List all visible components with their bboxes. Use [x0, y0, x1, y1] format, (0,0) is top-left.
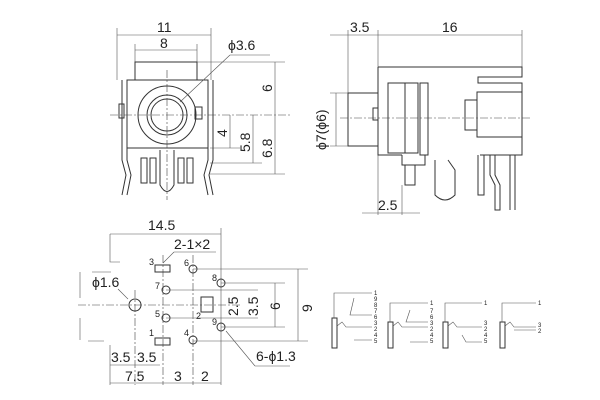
schematic-9pin: 1 9 8 7 6 3 2 4 5	[331, 291, 378, 349]
schematic-pin-label: 3	[374, 321, 378, 327]
slot-spec: 2-1×2	[174, 236, 210, 252]
side-view: 3.5 16 ϕ7(ϕ6) 2.5	[313, 19, 530, 215]
schematic-pin-label: 3	[430, 321, 434, 327]
schematic-pin-label: 3	[538, 323, 542, 329]
front-pins	[121, 148, 214, 196]
dim-height-4: 4	[214, 129, 230, 137]
dim-height-5-8: 5.8	[237, 132, 253, 152]
dim-hole-diameter: ϕ3.6	[228, 37, 256, 53]
schematic-pin-label: 2	[484, 327, 488, 333]
pin-label-6: 6	[184, 258, 189, 268]
dim-3-5-b: 3.5	[137, 349, 157, 365]
locator-hole-label: ϕ1.6	[92, 274, 120, 290]
pin-label-5: 5	[155, 309, 160, 319]
pcb-layout: 14.5 2-1×2 ϕ1.6 3 6 8 7 5 2 9 1 4 9 6 3.…	[78, 217, 315, 385]
dim-3-5-vertical: 3.5	[245, 296, 261, 316]
schematic-pin-label: 3	[484, 321, 488, 327]
dim-2-5: 2.5	[225, 296, 241, 316]
schematic-pin-label: 4	[484, 333, 488, 339]
schematic-pin-label: 4	[374, 333, 378, 339]
dim-3-5-a: 3.5	[111, 349, 131, 365]
schematic-pin-label: 1	[430, 301, 434, 307]
locator-hole	[128, 298, 142, 312]
dim-9: 9	[299, 304, 315, 312]
schematic-pin-label: 7	[430, 309, 434, 315]
schematic-pin-label: 9	[374, 297, 378, 303]
schematic-7pin: 1 7 6 3 2 4 5	[387, 301, 434, 349]
pin-label-9: 9	[212, 317, 217, 327]
schematic-3pin: 1 3 2	[499, 301, 542, 349]
front-view: 11 8 ϕ3.6 6 4 5.8 6.8	[110, 19, 290, 200]
schematic-pin-label: 2	[374, 327, 378, 333]
schematic-pin-label: 1	[538, 301, 542, 307]
pin-label-8: 8	[212, 273, 217, 283]
pin-label-7: 7	[155, 281, 160, 291]
pin-label-1: 1	[149, 328, 154, 338]
schematic-pin-label: 8	[374, 303, 378, 309]
schematic-pin-label: 5	[374, 339, 378, 345]
dim-height-6-8: 6.8	[259, 138, 275, 158]
dim-pin-offset: 2.5	[378, 197, 398, 213]
schematic-pin-label: 1	[374, 291, 378, 297]
schematic-pin-label: 2	[538, 329, 542, 335]
dim-barrel-diameter: ϕ7(ϕ6)	[313, 109, 329, 150]
dim-2: 2	[201, 368, 209, 384]
schematic-pin-label: 5	[484, 339, 488, 345]
pin-label-4: 4	[184, 328, 189, 338]
schematic-pin-label: 2	[430, 327, 434, 333]
schematic-pin-label: 6	[430, 315, 434, 321]
schematic-pin-label: 6	[374, 315, 378, 321]
dim-overall-width: 14.5	[148, 217, 175, 233]
pin-holes-label: 6-ϕ1.3	[256, 348, 296, 364]
dim-front-depth: 3.5	[350, 19, 370, 35]
dim-width-11: 11	[157, 19, 172, 35]
pin-label-2: 2	[196, 311, 201, 321]
schematic-pin-label: 1	[484, 301, 488, 307]
dim-width-8: 8	[160, 35, 168, 51]
dim-3: 3	[174, 368, 182, 384]
dim-6: 6	[267, 302, 283, 310]
dim-body-length: 16	[442, 19, 458, 35]
schematic-pin-label: 4	[430, 333, 434, 339]
dim-height-6: 6	[259, 84, 275, 92]
pin-label-3: 3	[149, 257, 154, 267]
schematic-5pin: 1 3 2 4 5	[442, 301, 488, 349]
schematic-pin-label: 7	[374, 309, 378, 315]
schematic-pin-label: 5	[430, 339, 434, 345]
dim-7-5: 7.5	[125, 368, 145, 384]
